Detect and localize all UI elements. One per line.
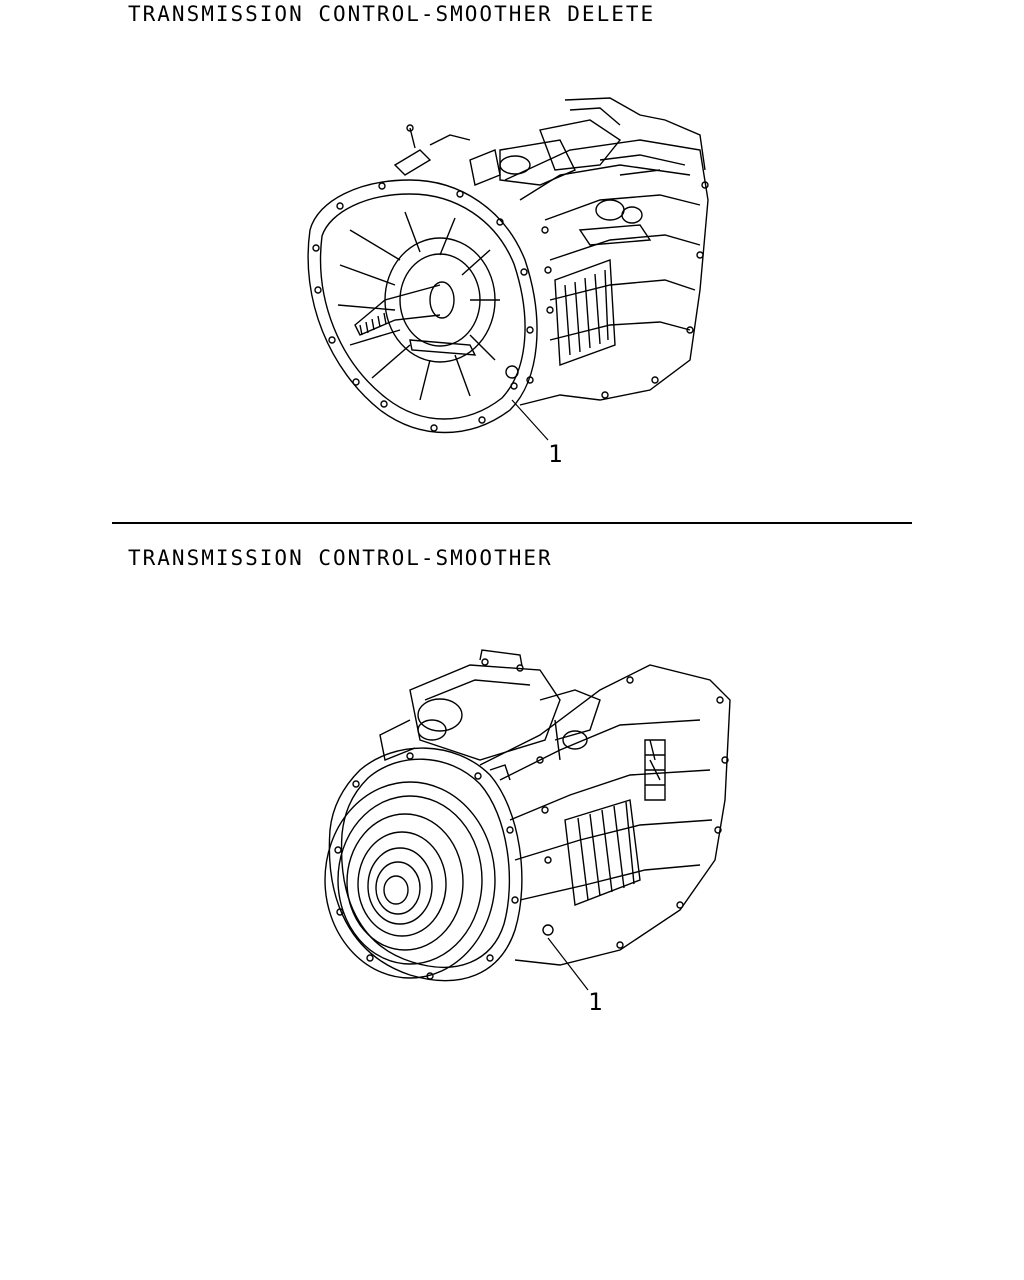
section-title-smoother: TRANSMISSION CONTROL-SMOOTHER [128,546,553,570]
callout-number: 1 [588,988,603,1016]
transmission-smoother-delete-illustration [308,98,708,440]
section-title-smoother-delete: TRANSMISSION CONTROL-SMOOTHER DELETE [128,2,656,26]
section-divider [112,522,912,524]
callout-number: 1 [548,440,563,468]
transmission-smoother-illustration [325,650,730,990]
